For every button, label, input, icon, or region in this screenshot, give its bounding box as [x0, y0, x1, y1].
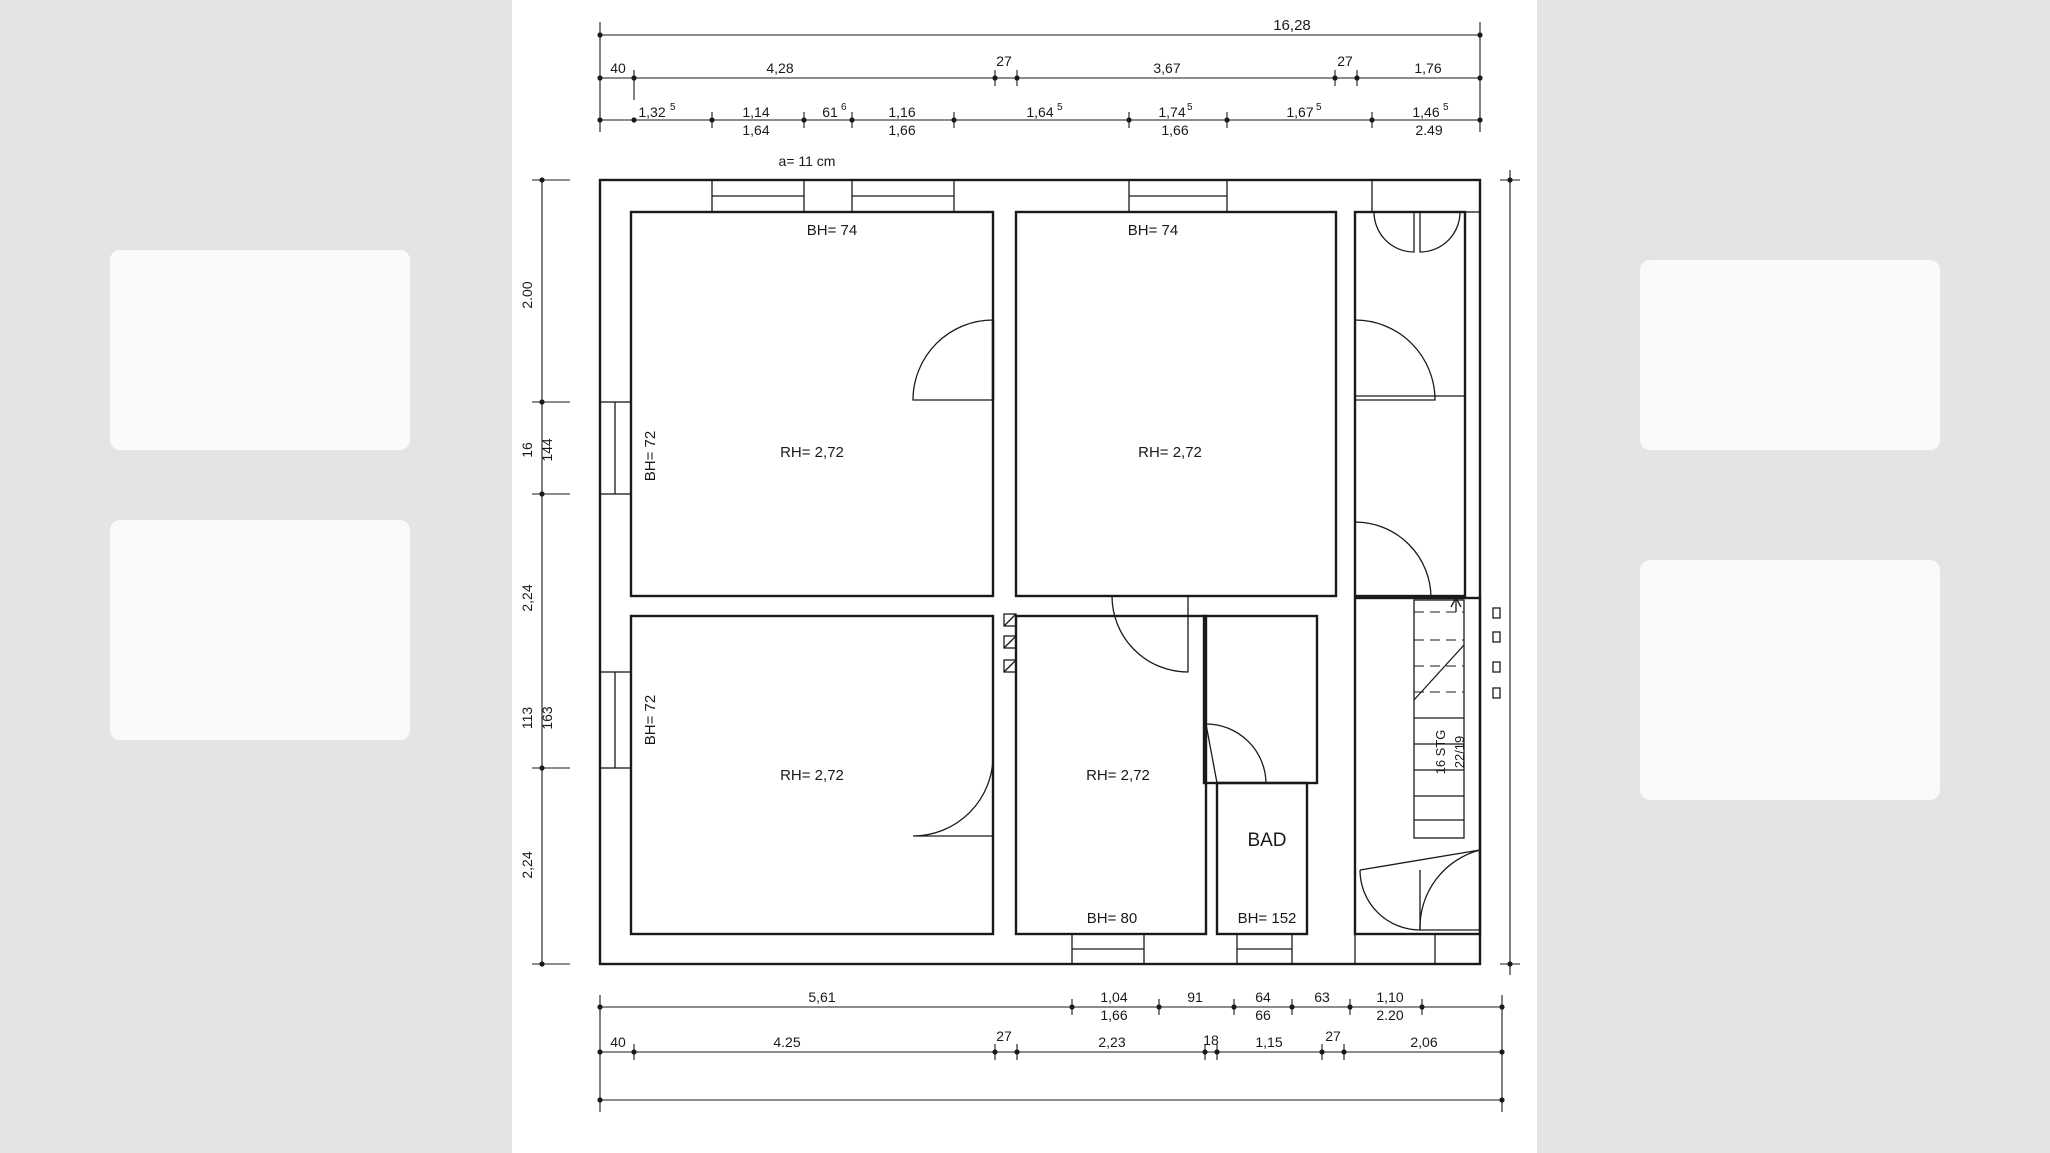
window-height-label: BH= 74 [1128, 222, 1178, 239]
door-swing [912, 755, 994, 837]
doors [912, 211, 1481, 931]
dim-label: 2.20 [1376, 1007, 1403, 1023]
blurred-panel [1640, 260, 1940, 450]
dim-label: 18 [1203, 1032, 1219, 1048]
dim-label: 40 [610, 60, 626, 76]
dim-label: 144 [539, 438, 555, 462]
side-window-label: BH= 72 [642, 431, 659, 481]
dim-total: 16,28 [1273, 17, 1311, 34]
dim-label: 1,67 [1286, 104, 1313, 120]
room-top-middle [1014, 210, 1338, 598]
room-bottom-left [629, 614, 995, 936]
dim-label: 2,23 [1098, 1034, 1125, 1050]
dim-label: 1,66 [888, 122, 915, 138]
dimension-bottom: 5,61 1,04 91 64 63 1,10 1,66 66 2.20 40 … [597, 989, 1505, 1112]
dim-label: 1,10 [1376, 989, 1403, 1005]
dim-label: 91 [1187, 989, 1203, 1005]
dim-label: 27 [1337, 53, 1353, 69]
dim-label: 27 [996, 53, 1012, 69]
door-swing [1419, 849, 1481, 931]
staircase: 16 STG 22/19 [1413, 596, 1501, 839]
walls [598, 178, 1482, 966]
dim-label: 1,64 [742, 122, 769, 138]
dim-superscript: 6 [841, 102, 847, 113]
floor-plan: 16,28 40 4,28 27 3,67 27 1,76 1,32 5 1,1… [519, 17, 1520, 1112]
door-swing [912, 319, 994, 401]
dim-label: 2,24 [519, 851, 535, 878]
stair-steps: 16 STG [1433, 730, 1448, 775]
blurred-panel [110, 520, 410, 740]
dim-label: 1,64 [1026, 104, 1053, 120]
door-swing [1111, 595, 1189, 673]
window-height-label: BH= 152 [1238, 910, 1297, 927]
dim-label: 4.25 [773, 1034, 800, 1050]
door-swing [1354, 319, 1436, 401]
dim-label: 61 [822, 104, 838, 120]
dim-label: 2.49 [1415, 122, 1442, 138]
dim-label: 1,32 [638, 104, 665, 120]
shaft-symbols [1003, 613, 1017, 673]
door-swing [1373, 211, 1415, 253]
window [1354, 933, 1436, 965]
room-labels: BH= 74 RH= 2,72 RH= 2,72 BH= 74 BH= 72 R… [642, 222, 1296, 927]
stair-ratio: 22/19 [1452, 736, 1467, 769]
dimension-top: 16,28 40 4,28 27 3,67 27 1,76 1,32 5 1,1… [597, 17, 1483, 169]
dim-label: 2.00 [519, 281, 535, 308]
window-height-label: BH= 80 [1087, 910, 1137, 927]
dim-label: 163 [539, 706, 555, 730]
room-height-label: RH= 2,72 [780, 444, 844, 461]
dim-superscript: 5 [670, 102, 676, 113]
dim-superscript: 5 [1316, 102, 1322, 113]
dim-label: 1,76 [1414, 60, 1441, 76]
window [1371, 179, 1481, 213]
dim-label: 64 [1255, 989, 1271, 1005]
room-height-label: RH= 2,72 [780, 767, 844, 784]
side-window-label: BH= 72 [642, 695, 659, 745]
dim-label: 4,28 [766, 60, 793, 76]
dim-label: 1,66 [1100, 1007, 1127, 1023]
corridor-upper [1353, 210, 1467, 598]
floor-plan-sheet: 16,28 40 4,28 27 3,67 27 1,76 1,32 5 1,1… [512, 0, 1537, 1153]
dim-label: 27 [996, 1028, 1012, 1044]
outer-wall [598, 178, 1482, 966]
dimension-left: 2.00 16 144 2,24 113 163 2,24 [519, 177, 570, 967]
door-swing [1205, 723, 1267, 784]
door-swing [1419, 211, 1461, 253]
room-height-label: RH= 2,72 [1086, 767, 1150, 784]
dim-label: 1,15 [1255, 1034, 1282, 1050]
dim-label: 2,06 [1410, 1034, 1437, 1050]
door-swing [1354, 521, 1432, 599]
dim-label: 66 [1255, 1007, 1271, 1023]
dim-label: 1,16 [888, 104, 915, 120]
wall-thickness-note: a= 11 cm [779, 153, 836, 169]
dim-label: 5,61 [808, 989, 835, 1005]
dim-label: 1,14 [742, 104, 769, 120]
dim-label: 1,66 [1161, 122, 1188, 138]
dim-label: 1,46 [1412, 104, 1439, 120]
dim-label: 1,74 [1158, 104, 1185, 120]
dim-superscript: 5 [1443, 102, 1449, 113]
dim-label: 16 [519, 442, 535, 458]
room-top-left [629, 210, 995, 598]
dim-label: 1,04 [1100, 989, 1127, 1005]
dim-label: 40 [610, 1034, 626, 1050]
dim-label: 27 [1325, 1028, 1341, 1044]
dim-label: 2,24 [519, 584, 535, 611]
windows [599, 179, 1481, 965]
dim-label: 3,67 [1153, 60, 1180, 76]
room-height-label: RH= 2,72 [1138, 444, 1202, 461]
dim-label: 113 [519, 707, 535, 730]
dim-label: 63 [1314, 989, 1330, 1005]
dimension-right [1500, 170, 1520, 975]
blurred-panel [1640, 560, 1940, 800]
dim-superscript: 5 [1057, 102, 1063, 113]
blurred-panel [110, 250, 410, 450]
bathroom-label: BAD [1247, 830, 1286, 851]
door-swing [1359, 869, 1421, 931]
dim-superscript: 5 [1187, 102, 1193, 113]
window-height-label: BH= 74 [807, 222, 857, 239]
